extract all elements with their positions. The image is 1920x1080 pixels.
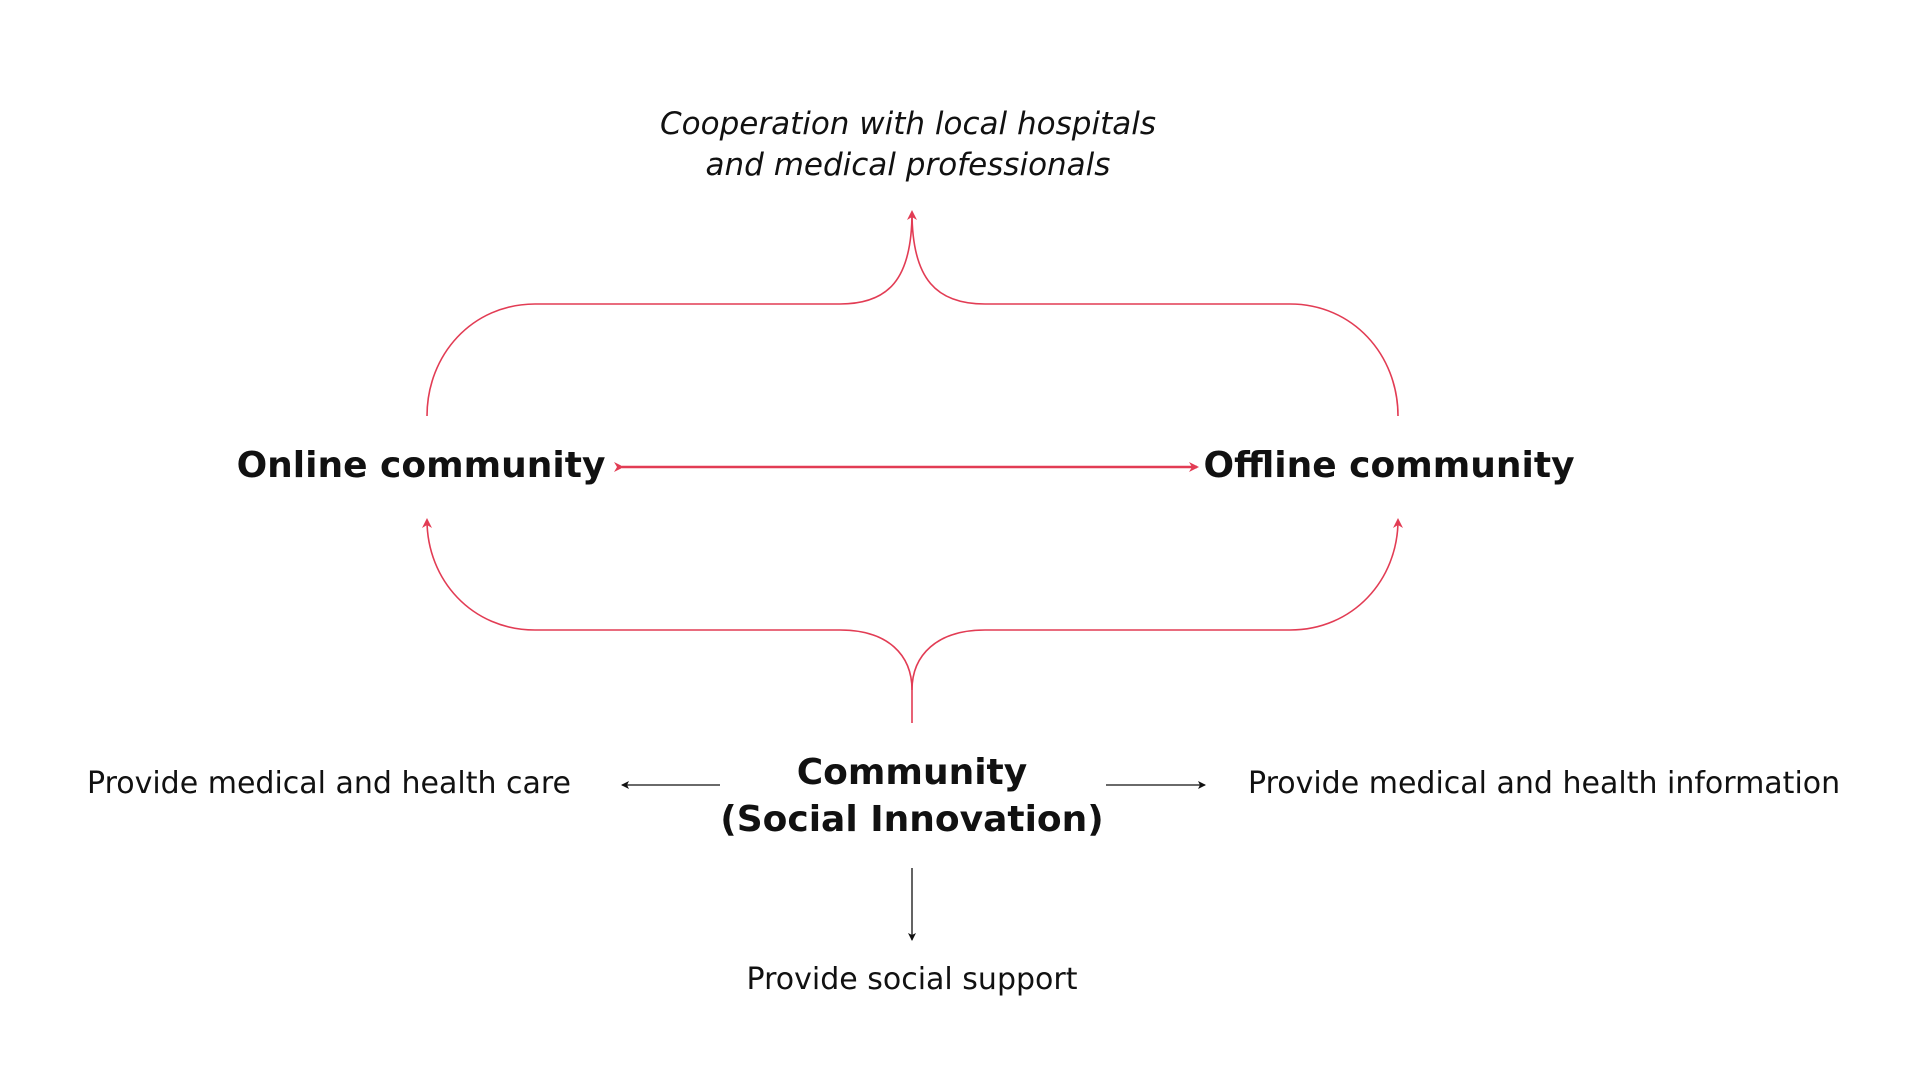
cooperation-note-line2: and medical professionals	[705, 147, 1111, 183]
online-community-label: Online community	[236, 445, 606, 486]
bottom-brace-right-arc	[911, 518, 1403, 691]
community-label: Community (Social Innovation)	[720, 749, 1103, 843]
output-health-information: Provide medical and health information	[1248, 766, 1841, 801]
cooperation-note-line1: Cooperation with local hospitals	[660, 106, 1156, 142]
community-label-line2: (Social Innovation)	[720, 799, 1104, 840]
top-brace-left-arc	[426, 210, 917, 417]
bottom-brace-left-arc	[422, 518, 913, 723]
cooperation-note: Cooperation with local hospitals and med…	[660, 104, 1156, 186]
community-label-line1: Community	[796, 752, 1028, 793]
offline-community-label: Offline community	[1203, 445, 1575, 486]
output-health-care: Provide medical and health care	[87, 766, 572, 801]
output-social-support: Provide social support	[746, 962, 1078, 997]
top-brace-right-arc	[911, 211, 1399, 417]
